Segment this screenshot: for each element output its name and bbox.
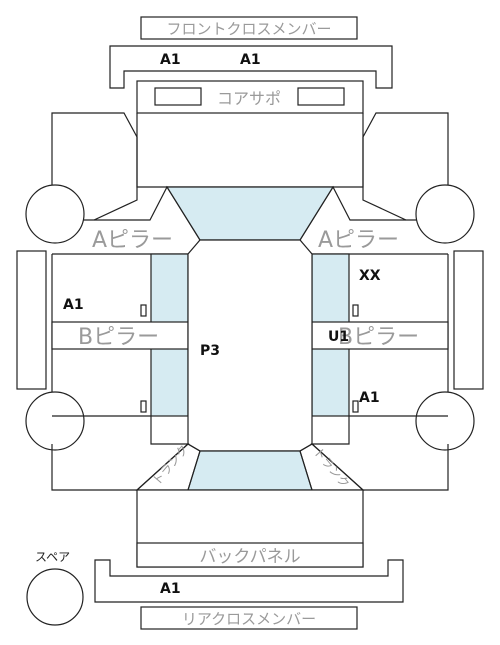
right-front-door-handle [352,304,359,317]
code-rear-cross: A1 [160,581,181,597]
left-b-pillar-label: Bピラー [78,325,159,350]
core-support-label: コアサポ [217,89,281,108]
rear-cross-member-label: リアクロスメンバー [182,610,316,628]
spare-label: スペア [35,550,70,564]
left-b-pillar-band [51,321,189,350]
hood-outline [136,113,364,188]
front-right-wheel [415,184,475,244]
code-right-b-pillar: U1 [328,329,349,345]
windshield [165,186,335,241]
right-b-pillar-label: Bピラー [338,325,419,350]
left-rear-door-handle [140,400,147,413]
rear-cross-member-bracket [94,559,404,603]
code-front-cross-right: A1 [240,52,261,68]
left-front-door-handle [140,304,147,317]
front-left-wheel [25,184,85,244]
code-left-upper: A1 [63,297,84,313]
trunk-right-label: トランク [311,445,353,491]
rear-window [187,450,313,491]
left-rocker-panel [16,250,47,390]
code-right-upper: XX [359,268,381,284]
back-panel-band [136,542,364,568]
spare-tire [26,568,84,626]
code-front-cross-left: A1 [160,52,181,68]
right-rocker-panel [453,250,484,390]
right-a-pillar-label: Aピラー [318,228,399,253]
core-support-left-slot [154,87,202,106]
back-panel-label: バックパネル [199,547,300,567]
front-cross-member-label: フロントクロスメンバー [166,20,331,38]
code-right-lower: A1 [359,390,380,406]
right-rear-door-handle [352,400,359,413]
front-cross-member-box [140,16,358,40]
core-support-right-slot [297,87,345,106]
left-a-pillar-label: Aピラー [92,228,173,253]
code-roof: P3 [200,343,220,359]
rear-left-wheel [25,391,85,451]
rear-cross-member-box [140,606,358,630]
front-cross-member-bracket [109,45,393,89]
trunk-left-label: トランク [150,442,192,488]
rear-right-wheel [415,391,475,451]
